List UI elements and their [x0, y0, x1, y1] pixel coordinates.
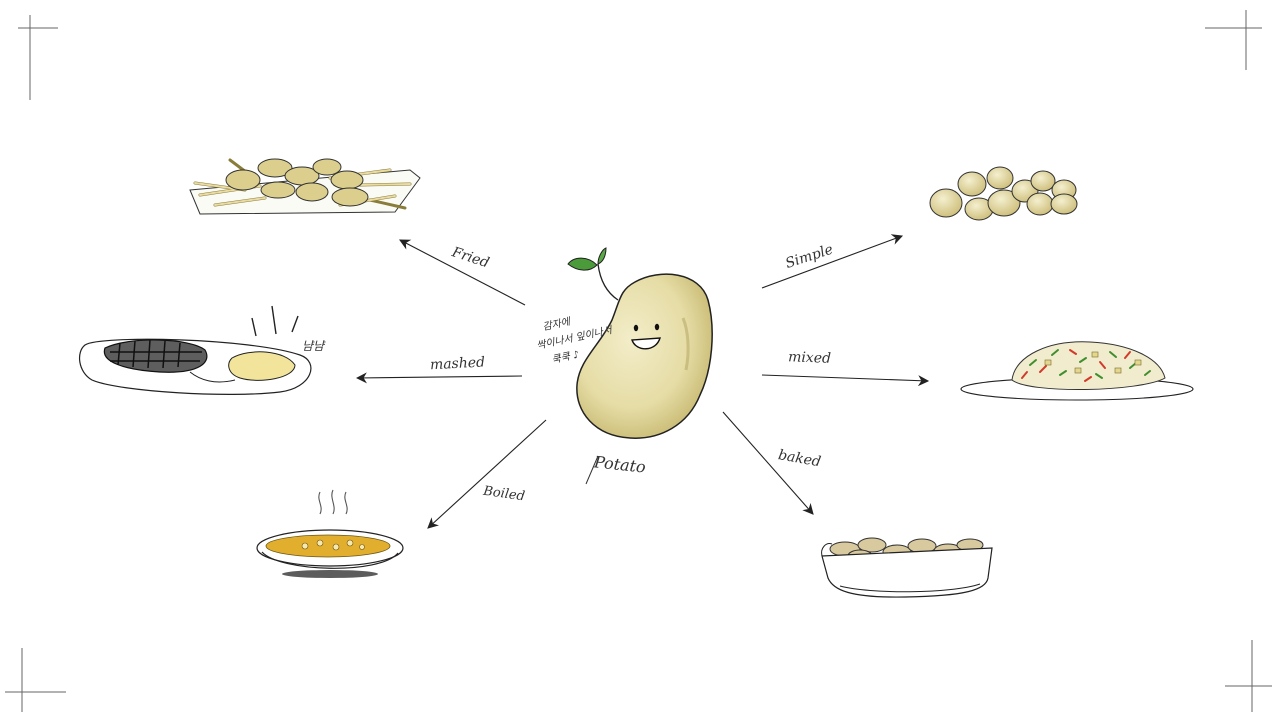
smile — [631, 337, 661, 350]
label-mixed: mixed — [788, 349, 831, 366]
potato-character — [567, 247, 713, 439]
arrow-boiled — [427, 419, 547, 529]
leaf-icon — [567, 257, 598, 271]
eye-right — [654, 323, 660, 331]
mashed-note: 냠냠 — [302, 339, 326, 353]
leaf-icon — [597, 247, 607, 265]
center-label: Potato — [592, 452, 646, 476]
note-line-3: 쿡쿡 ♪ — [551, 349, 581, 366]
arrows — [355, 234, 930, 529]
label-fried: Fried — [449, 244, 491, 271]
boiled-dish — [256, 489, 404, 578]
crop-marks — [5, 10, 1272, 712]
label-simple: Simple — [783, 242, 835, 272]
label-mashed: mashed — [430, 354, 486, 373]
sprout-stem — [597, 263, 619, 301]
mashed-dish: 냠냠 — [78, 305, 326, 395]
label-boiled: Boiled — [481, 484, 525, 505]
mixed-dish — [960, 341, 1194, 401]
baked-dish — [821, 537, 993, 598]
label-baked: baked — [777, 447, 822, 470]
arrow-mashed — [355, 372, 523, 384]
eye-left — [633, 324, 639, 332]
fried-dish — [189, 158, 421, 215]
arrow-mixed — [761, 374, 930, 387]
arrow-simple — [761, 234, 904, 289]
simple-dish — [929, 166, 1078, 221]
note-line-1: 감자에 — [542, 315, 573, 333]
arrow-baked — [722, 411, 814, 515]
arrow-fried — [399, 239, 526, 306]
